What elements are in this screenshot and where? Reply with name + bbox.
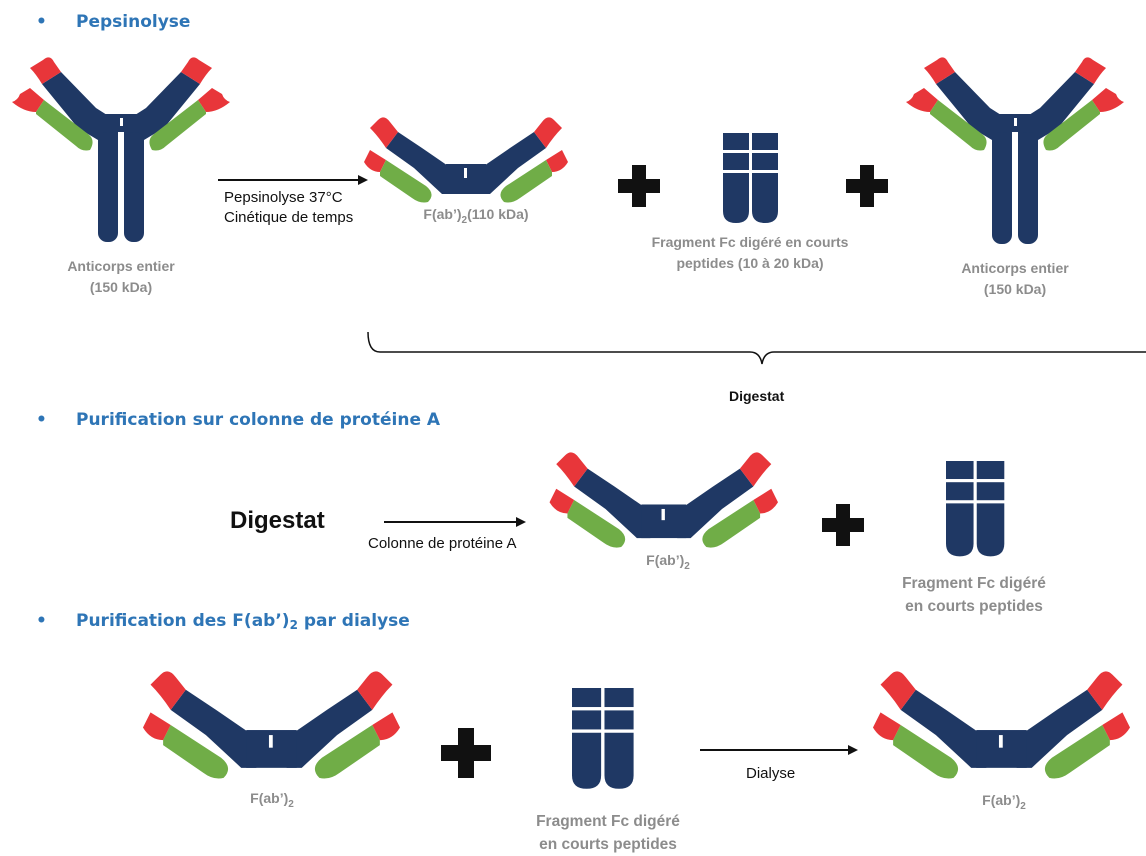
- arrow-colonne: [384, 517, 526, 527]
- caption-fab2-row1: F(ab’)2(110 kDa): [423, 206, 529, 226]
- caption-fab2-row3-right: F(ab’)2: [982, 792, 1026, 812]
- arrow-pepsinolyse: [218, 175, 368, 185]
- plus-icon: [441, 728, 491, 778]
- section-title-purification-colonne: •Purification sur colonne de protéine A: [36, 410, 441, 430]
- plus-icon: [618, 165, 660, 207]
- label-digestat-start: Digestat: [230, 507, 325, 534]
- caption-antibody-right: Anticorps entier (150 kDa): [961, 260, 1069, 297]
- caption-fc-row2: Fragment Fc digéré en courts peptides: [902, 575, 1046, 615]
- antibody-whole-left: [12, 57, 230, 242]
- label-arrow-colonne: Colonne de protéine A: [368, 535, 517, 552]
- fc-fragment-row2: [946, 461, 1005, 557]
- caption-antibody-left: Anticorps entier (150 kDa): [67, 258, 175, 295]
- arrow-dialyse: [700, 745, 858, 755]
- section-title-purification-dialyse: •Purification des F(ab’)2 par dialyse: [36, 611, 410, 632]
- fc-fragment-row3: [572, 688, 634, 789]
- bullet: •: [36, 12, 47, 32]
- label-arrow-dialyse: Dialyse: [746, 765, 796, 782]
- fab2-row3-left: [142, 671, 400, 779]
- plus-icon: [846, 165, 888, 207]
- caption-fab2-row3-left: F(ab’)2: [250, 790, 294, 810]
- label-digestat-brace: Digestat: [729, 388, 785, 404]
- bullet: •: [36, 611, 47, 631]
- fab2-row3-right: [872, 671, 1130, 779]
- fab2-row1: [364, 117, 568, 203]
- caption-fc-row3: Fragment Fc digéré en courts peptides: [536, 813, 680, 853]
- caption-fab2-row2: F(ab’)2: [646, 552, 690, 572]
- bullet: •: [36, 410, 47, 430]
- antibody-whole-right: [906, 57, 1124, 244]
- plus-icon: [822, 504, 864, 546]
- fc-fragment-row1: [723, 133, 778, 223]
- section-title-pepsinolyse: •Pepsinolyse: [36, 12, 191, 32]
- label-arrow-pepsinolyse: Pepsinolyse 37°C Cinétique de temps: [224, 189, 354, 226]
- brace-digestat: [367, 331, 1146, 365]
- fab2-row2: [549, 452, 778, 548]
- caption-fc-row1: Fragment Fc digéré en courts peptides (1…: [651, 234, 849, 271]
